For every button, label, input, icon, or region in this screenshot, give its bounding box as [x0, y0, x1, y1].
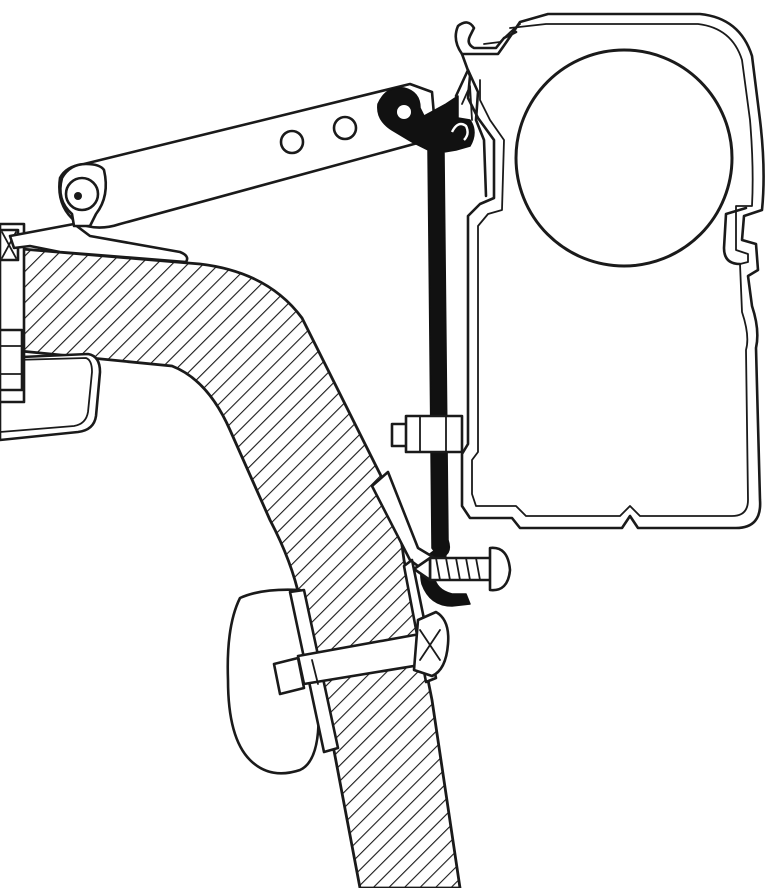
housing-top-hook-inner — [483, 23, 521, 45]
bracket-hole — [397, 105, 411, 119]
roof-bolt-lower — [0, 328, 24, 392]
roof-bolt-lower-lines — [0, 345, 23, 375]
lower-screw-thread — [435, 557, 481, 581]
adapter-bracket — [377, 87, 475, 557]
lower-screw-head — [488, 546, 512, 592]
housing-rail-groove — [722, 206, 748, 266]
adapter-rail-channel-inner — [461, 85, 473, 121]
lower-screw-tip — [412, 556, 432, 582]
housing-top-hook — [454, 21, 518, 56]
exterior-washer-cross — [419, 629, 441, 661]
awning-roller — [514, 48, 734, 268]
adapter-rail-channel — [454, 68, 488, 198]
arm-hole-1 — [279, 129, 305, 155]
bracket-hook — [450, 122, 469, 141]
arm-pivot-head — [59, 162, 108, 228]
through-bolt-head — [272, 656, 306, 696]
middle-nut-lines — [419, 415, 447, 453]
pivot-ring — [64, 176, 100, 212]
roof-trim-inner-line — [0, 357, 93, 433]
middle-bolt-shank — [404, 414, 464, 454]
vehicle-wall-section — [8, 246, 462, 888]
awning-cassette-inner-wall — [471, 23, 754, 517]
roof-rail-channel — [8, 222, 189, 264]
arm-hole-2 — [332, 115, 358, 141]
pivot-center — [74, 192, 82, 200]
through-bolt-nut-line — [311, 659, 319, 685]
